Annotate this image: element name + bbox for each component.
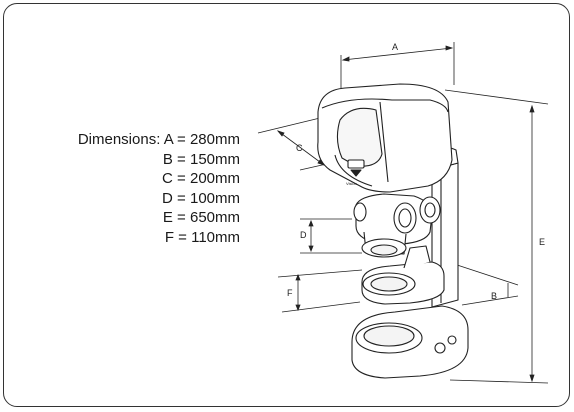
dimension-d: D = 100mm <box>162 189 240 207</box>
microscope-head <box>317 83 453 193</box>
dimension-e-marker <box>444 89 549 384</box>
focus-assembly <box>353 193 441 258</box>
microscope-base <box>351 305 469 379</box>
dimension-f: F = 110mm <box>164 228 240 246</box>
dimension-b: B = 150mm <box>162 150 240 168</box>
label-e: E <box>539 237 545 247</box>
dimension-e: E = 650mm <box>162 209 240 226</box>
dimension-a: Dimensions: A = 280mm <box>77 131 240 148</box>
dimension-b-marker <box>447 261 519 306</box>
label-d: D <box>300 230 307 240</box>
dimension-d-marker <box>300 218 362 254</box>
label-b: B <box>491 291 497 301</box>
label-a: A <box>392 42 398 52</box>
dimension-c: C = 200mm <box>162 170 240 187</box>
dimensions-list: Dimensions: A = 280mm B = 150mm C = 200m… <box>22 130 240 247</box>
label-c: C <box>296 143 303 153</box>
microscope-stage <box>361 245 445 305</box>
microscope <box>317 83 469 379</box>
brand-text: Vision <box>346 181 357 186</box>
dimension-a-marker <box>340 42 455 98</box>
brand-badge <box>347 159 365 177</box>
dimension-f-marker <box>277 269 363 313</box>
label-f: F <box>287 288 293 298</box>
diagram-frame <box>3 3 570 407</box>
